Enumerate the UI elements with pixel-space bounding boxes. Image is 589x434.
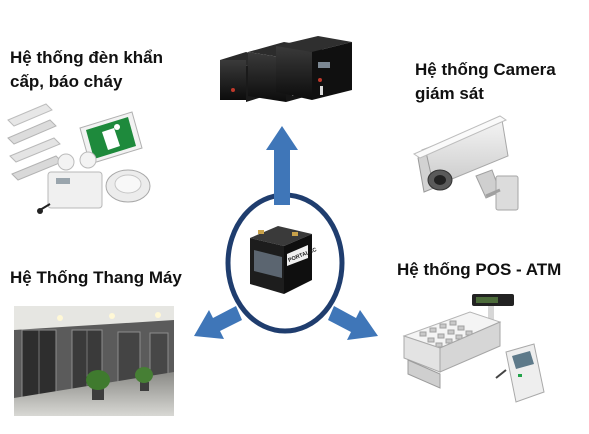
battery-image: PORTALAC <box>250 226 318 294</box>
emergency-lighting-image <box>7 103 151 214</box>
cctv-camera-image <box>412 115 519 211</box>
smoke-detector-icon <box>105 169 151 203</box>
pos-terminal-image <box>402 294 545 403</box>
camera-housing <box>412 115 509 193</box>
register-keypad <box>419 320 473 348</box>
arrow-down-right <box>328 306 378 340</box>
lobby-plant-left <box>86 370 110 400</box>
ups-unit-right <box>276 36 352 100</box>
camera-mount <box>475 169 519 211</box>
elevator-lobby-image <box>14 306 174 416</box>
cash-register <box>402 294 514 389</box>
card-payment-terminal <box>495 343 545 403</box>
arrow-down-left <box>194 306 242 339</box>
label-pos-atm: Hệ thống POS - ATM <box>397 260 562 279</box>
fluorescent-fixtures <box>7 103 63 181</box>
emergency-light-unit <box>37 151 103 214</box>
label-elevator: Hệ Thống Thang Máy <box>10 268 182 287</box>
label-camera-surveillance: Hệ thống Camera giám sát <box>415 60 556 103</box>
ups-units-image <box>220 36 352 102</box>
exit-sign-icon <box>79 111 143 165</box>
arrow-up <box>266 126 298 205</box>
lobby-plant-right <box>135 367 153 391</box>
label-emergency-lighting: Hệ thống đèn khẩn cấp, báo cháy <box>10 48 163 91</box>
